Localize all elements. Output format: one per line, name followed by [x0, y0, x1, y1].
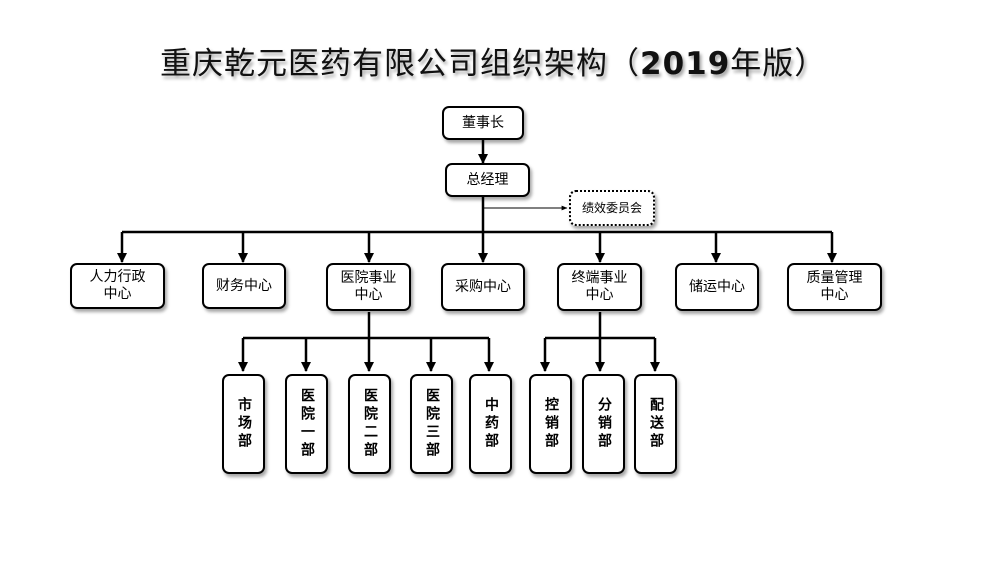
title-year: 2019 — [640, 46, 731, 82]
node-storage-transport-center: 储运中心 — [675, 263, 759, 311]
node-hr-label: 人力行政 中心 — [89, 269, 146, 302]
node-delivery-label: 配送部 — [648, 397, 664, 451]
node-terminal-biz-label: 终端事业 中心 — [571, 270, 628, 303]
node-hospital-business-center: 医院事业 中心 — [326, 263, 411, 311]
node-hr-admin-center: 人力行政 中心 — [70, 263, 165, 309]
node-distribution-label: 分销部 — [596, 397, 612, 451]
node-purchasing-center: 采购中心 — [441, 263, 525, 311]
node-purchasing-label: 采购中心 — [455, 278, 511, 295]
node-hospital-dept-3: 医院三部 — [410, 374, 453, 474]
node-performance-committee: 绩效委员会 — [569, 190, 655, 226]
node-delivery-dept: 配送部 — [634, 374, 677, 474]
node-market-dept: 市场部 — [222, 374, 265, 474]
node-hospital-dept-2: 医院二部 — [348, 374, 391, 474]
node-committee-label: 绩效委员会 — [581, 200, 642, 215]
page-title: 重庆乾元医药有限公司组织架构（2019年版） — [160, 38, 860, 84]
node-terminal-business-center: 终端事业 中心 — [557, 263, 642, 311]
node-storage-label: 储运中心 — [689, 278, 745, 295]
node-chairman-label: 董事长 — [462, 114, 504, 131]
node-chairman: 董事长 — [442, 106, 524, 140]
node-general-manager: 总经理 — [445, 163, 530, 197]
node-control-label: 控销部 — [543, 397, 559, 451]
node-tcm-dept: 中药部 — [469, 374, 512, 474]
node-gm-label: 总经理 — [466, 171, 509, 188]
node-hosp2-label: 医院二部 — [362, 388, 378, 460]
title-main: 重庆乾元医药有限公司组织架构（ — [160, 46, 640, 82]
node-hospital-dept-1: 医院一部 — [285, 374, 328, 474]
node-hospital-biz-label: 医院事业 中心 — [340, 270, 397, 303]
node-finance-label: 财务中心 — [216, 277, 272, 294]
node-controlled-sales-dept: 控销部 — [529, 374, 572, 474]
node-hosp3-label: 医院三部 — [424, 388, 440, 460]
node-finance-center: 财务中心 — [202, 263, 286, 309]
node-market-label: 市场部 — [236, 397, 252, 451]
node-hosp1-label: 医院一部 — [299, 388, 315, 460]
node-quality-label: 质量管理 中心 — [806, 270, 863, 303]
node-quality-management-center: 质量管理 中心 — [787, 263, 882, 311]
node-tcm-label: 中药部 — [483, 397, 499, 451]
title-suffix: 年版） — [730, 46, 827, 82]
node-distribution-dept: 分销部 — [582, 374, 625, 474]
